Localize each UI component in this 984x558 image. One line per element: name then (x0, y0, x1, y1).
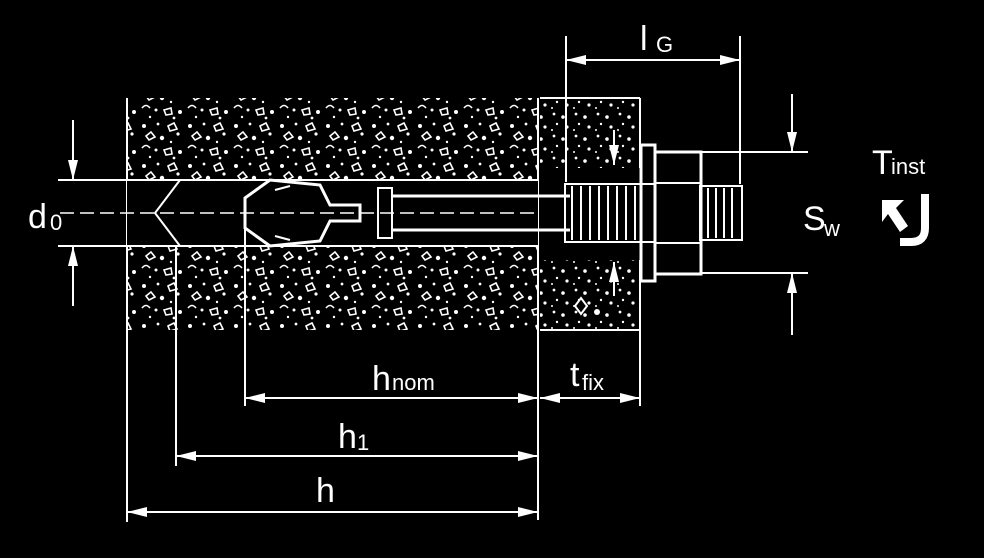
label-h-main: h (316, 472, 335, 510)
label-lg-sub: G (656, 32, 673, 57)
label-tfix-main: t (570, 356, 580, 394)
label-h1-sub: 1 (357, 430, 369, 455)
label-tfix-sub: fix (582, 370, 604, 395)
label-h1-main: h (338, 418, 357, 456)
label-tinst-sub: inst (891, 154, 925, 179)
dimension-hnom: h nom (244, 226, 641, 520)
label-hnom-sub: nom (392, 370, 435, 395)
label-lg-main: l (640, 20, 648, 58)
dimension-lg: l G (565, 20, 741, 184)
anchor-bolt (243, 178, 743, 248)
drill-hole (60, 179, 540, 247)
dimension-d0: d 0 (28, 120, 180, 306)
torque-group: T inst (872, 144, 929, 246)
label-d0-main: d (28, 198, 47, 236)
dimension-h: h (126, 330, 538, 522)
label-tinst-main: T (872, 144, 893, 182)
dimension-h1: h 1 (175, 246, 538, 466)
washer (639, 143, 657, 283)
label-d0-sub: 0 (50, 210, 62, 235)
dimension-sw: S w (700, 94, 840, 335)
label-hnom-main: h (372, 360, 391, 398)
hex-nut (653, 150, 703, 276)
dimension-tfix: t fix (540, 356, 640, 403)
label-sw-sub: w (823, 216, 840, 241)
torque-wrench-icon (882, 194, 929, 246)
label-sw-main: S (803, 200, 826, 238)
